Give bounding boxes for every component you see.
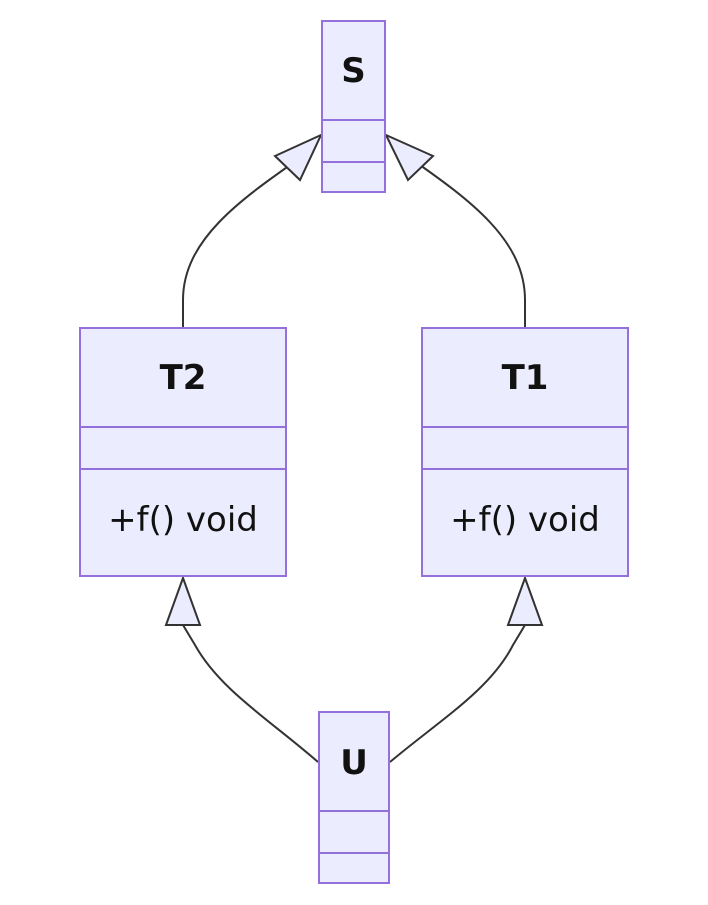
class-u-title: U: [340, 743, 368, 783]
class-t2-method: +f() void: [108, 500, 258, 540]
class-s[interactable]: S: [321, 20, 386, 193]
inheritance-arrow-u-t2: [164, 575, 202, 626]
class-t1-box: [421, 327, 629, 577]
class-t2-box: [79, 327, 287, 577]
inheritance-arrow-u-t1: [506, 575, 544, 626]
class-u[interactable]: U: [318, 711, 390, 884]
class-s-box: [321, 20, 386, 193]
class-s-title: S: [341, 51, 366, 91]
inheritance-arrow-t1-s: [383, 132, 435, 182]
class-t2[interactable]: T2 +f() void: [79, 327, 287, 577]
edge-u-to-t2: [182, 624, 319, 763]
class-t1-method: +f() void: [450, 500, 600, 540]
class-t2-title: T2: [160, 358, 207, 398]
edge-u-to-t1: [389, 624, 526, 763]
edge-t1-to-s: [409, 157, 526, 327]
edge-t2-to-s: [182, 157, 301, 327]
inheritance-arrow-t2-s: [273, 132, 324, 182]
class-u-box: [318, 711, 390, 884]
class-t1-title: T1: [502, 358, 549, 398]
class-t1[interactable]: T1 +f() void: [421, 327, 629, 577]
